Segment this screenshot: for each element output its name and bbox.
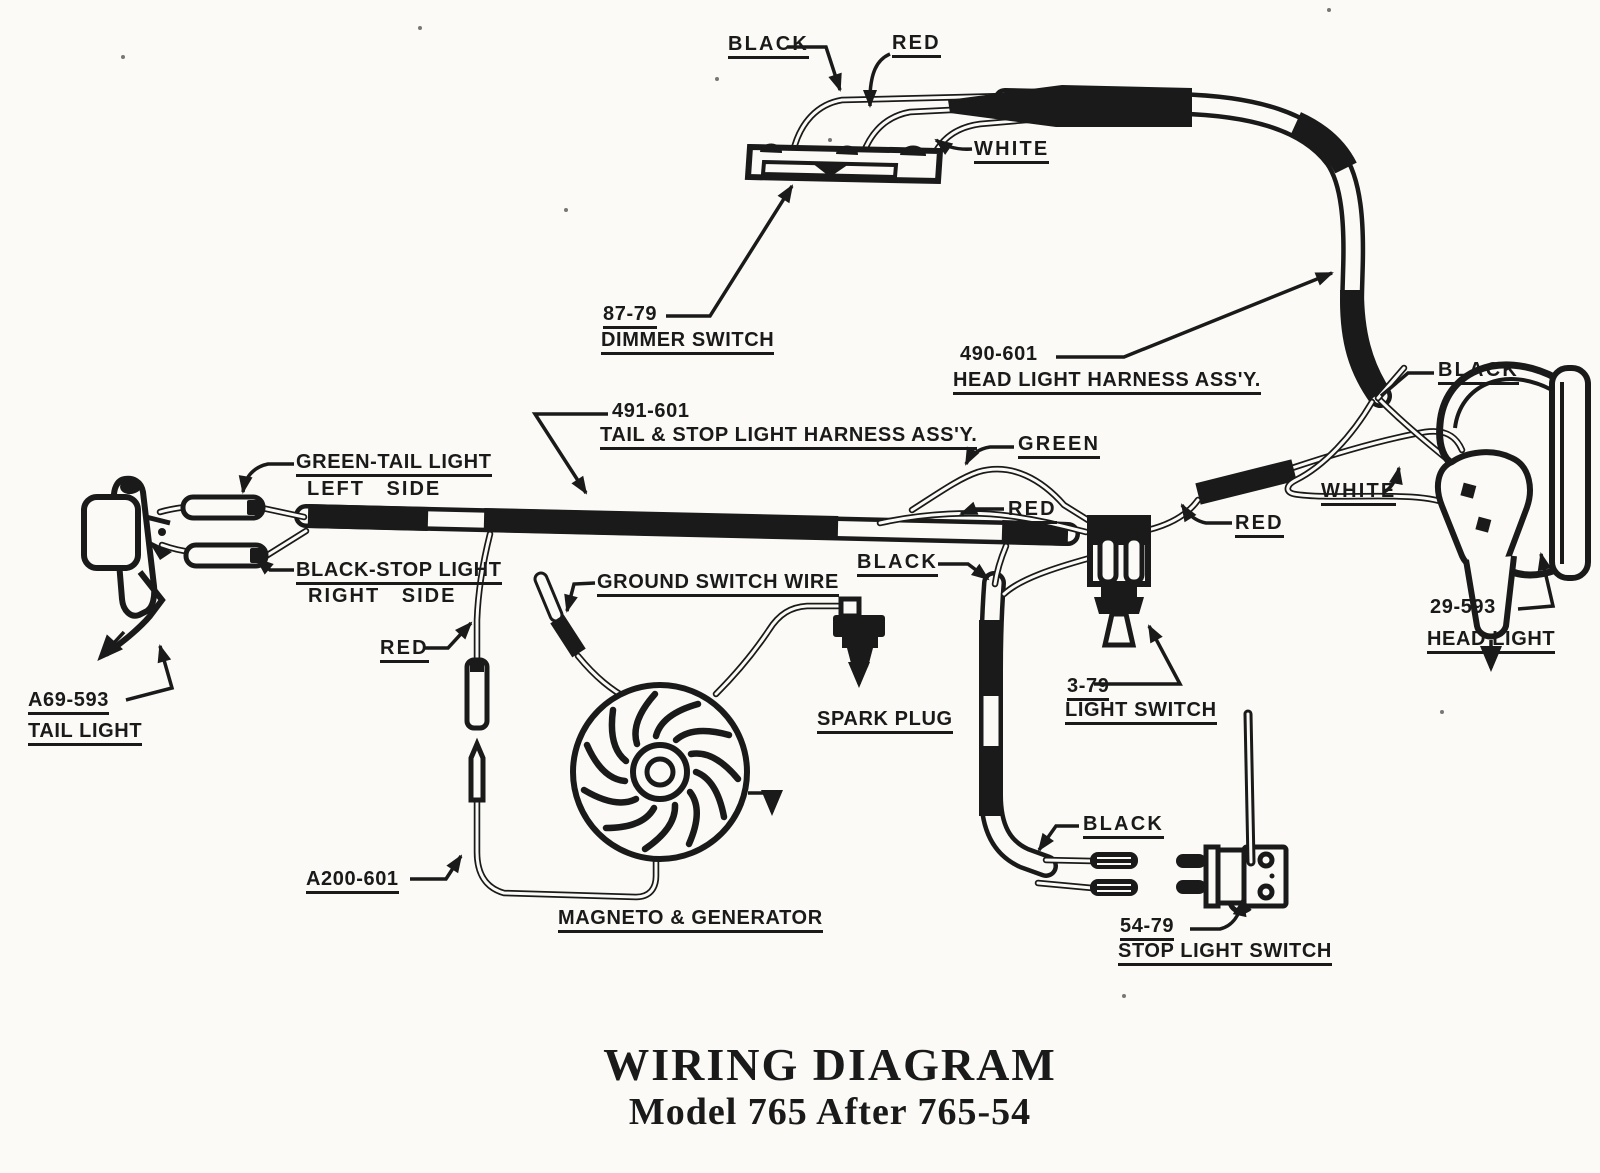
label-headlight-name: HEAD LIGHT <box>1427 629 1556 654</box>
label-light-switch-name: LIGHT SWITCH <box>1065 700 1217 725</box>
label-headlight-harness-name: HEAD LIGHT HARNESS ASS'Y. <box>953 370 1261 395</box>
headlight-drawing <box>1434 361 1591 672</box>
leader-lines <box>125 45 1556 931</box>
label-dimmer-red: RED <box>892 33 941 58</box>
stop-light-branch-tube <box>979 583 1046 866</box>
label-dimmer-black: BLACK <box>728 34 809 59</box>
label-ground-switch-wire: GROUND SWITCH WIRE <box>597 572 839 597</box>
label-red-mid: RED <box>1008 499 1057 524</box>
dimmer-switch-drawing <box>744 143 944 185</box>
label-red-left: RED <box>380 638 429 663</box>
label-magneto-wire-part: A200-601 <box>306 869 399 894</box>
label-stop-switch-part: 54-79 <box>1120 916 1175 941</box>
red-wire-connector <box>464 657 490 803</box>
tail-harness-connectors <box>180 494 269 569</box>
headlight-harness-tube <box>793 85 1380 396</box>
wires <box>160 368 1462 897</box>
label-tail-harness-name: TAIL & STOP LIGHT HARNESS ASS'Y. <box>600 425 978 450</box>
label-green-mid: GREEN <box>1018 434 1101 459</box>
tail-light-drawing <box>81 475 172 661</box>
label-black-stop-side: RIGHT SIDE <box>308 585 457 607</box>
label-tail-light-name: TAIL LIGHT <box>28 721 143 746</box>
label-dimmer-part: 87-79 <box>603 304 658 329</box>
label-stop-switch-name: STOP LIGHT SWITCH <box>1118 941 1332 966</box>
spark-plug-drawing <box>833 596 885 688</box>
label-magneto-name: MAGNETO & GENERATOR <box>558 908 823 933</box>
label-spark-plug: SPARK PLUG <box>817 709 953 734</box>
tail-stop-harness-tube <box>306 516 1068 534</box>
label-light-switch-part: 3-79 <box>1067 676 1110 701</box>
magneto-generator-drawing <box>533 571 783 862</box>
label-dimmer-white: WHITE <box>974 139 1050 164</box>
label-tail-harness-part: 491-601 <box>612 400 690 422</box>
label-dimmer-name: DIMMER SWITCH <box>601 330 775 355</box>
stop-light-switch-drawing <box>1090 714 1289 914</box>
label-red-right: RED <box>1235 513 1284 538</box>
scan-noise <box>121 8 1444 998</box>
label-tail-light-part: A69-593 <box>28 690 109 715</box>
label-green-tail-side: LEFT SIDE <box>307 478 442 500</box>
label-green-tail-light: GREEN-TAIL LIGHT <box>296 452 492 477</box>
label-headlight-harness-part: 490-601 <box>960 343 1038 365</box>
label-white-right: WHITE <box>1321 481 1397 506</box>
diagram-title: WIRING DIAGRAM <box>603 1039 1057 1090</box>
label-black-center: BLACK <box>857 552 938 577</box>
label-black-bottom: BLACK <box>1083 814 1164 839</box>
diagram-subtitle: Model 765 After 765-54 <box>628 1091 1032 1133</box>
label-black-stop-light: BLACK-STOP LIGHT <box>296 560 502 585</box>
light-switch-drawing <box>1087 515 1151 648</box>
label-headlight-part: 29-593 <box>1430 596 1496 618</box>
label-headlight-black: BLACK <box>1438 360 1519 385</box>
